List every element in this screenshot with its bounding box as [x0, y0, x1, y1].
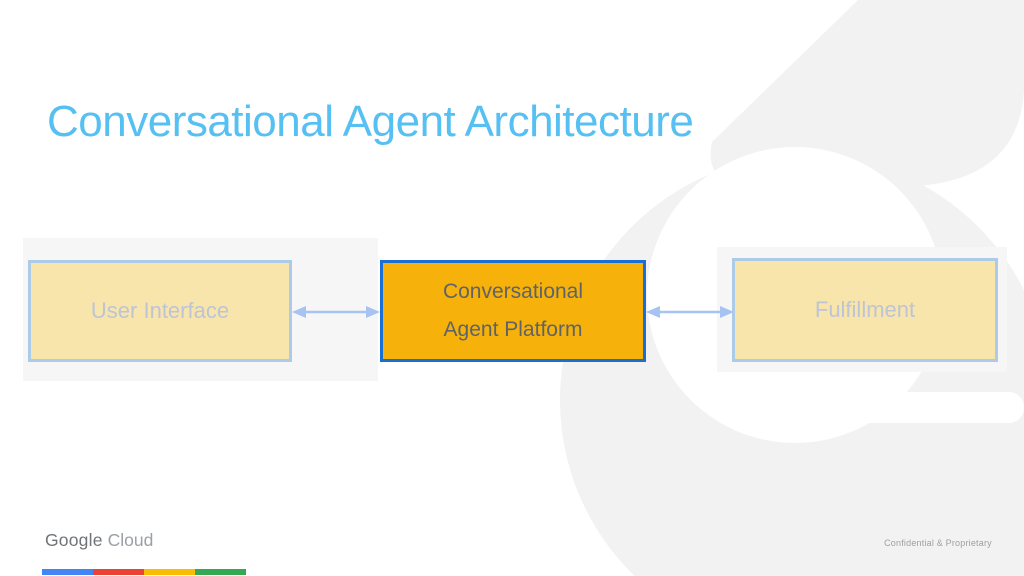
brand-bar-green-segment — [195, 569, 246, 575]
brand-bar-yellow-segment — [144, 569, 195, 575]
node-label-platform-line1: Conversational — [442, 280, 584, 303]
google-logo-text: Google — [45, 530, 103, 550]
node-label-platform-line2: Agent Platform — [443, 318, 583, 341]
bidirectional-arrow-right-icon — [646, 304, 734, 320]
diagram-node-fulfillment: Fulfillment — [732, 258, 998, 362]
diagram-node-user-interface: User Interface — [28, 260, 292, 362]
confidential-label: Confidential & Proprietary — [884, 538, 992, 548]
cloud-logo-text: Cloud — [107, 530, 154, 550]
diagram-node-conversational-agent-platform: Conversational Agent Platform — [380, 260, 646, 362]
node-label-fulfillment: Fulfillment — [814, 297, 916, 322]
bidirectional-arrow-left-icon — [292, 304, 380, 320]
brand-bar-blue-segment — [42, 569, 93, 575]
brand-bar-red-segment — [93, 569, 144, 575]
node-label-user-interface: User Interface — [90, 298, 230, 323]
google-brand-bar — [42, 569, 246, 575]
slide-title: Conversational Agent Architecture — [47, 97, 694, 146]
